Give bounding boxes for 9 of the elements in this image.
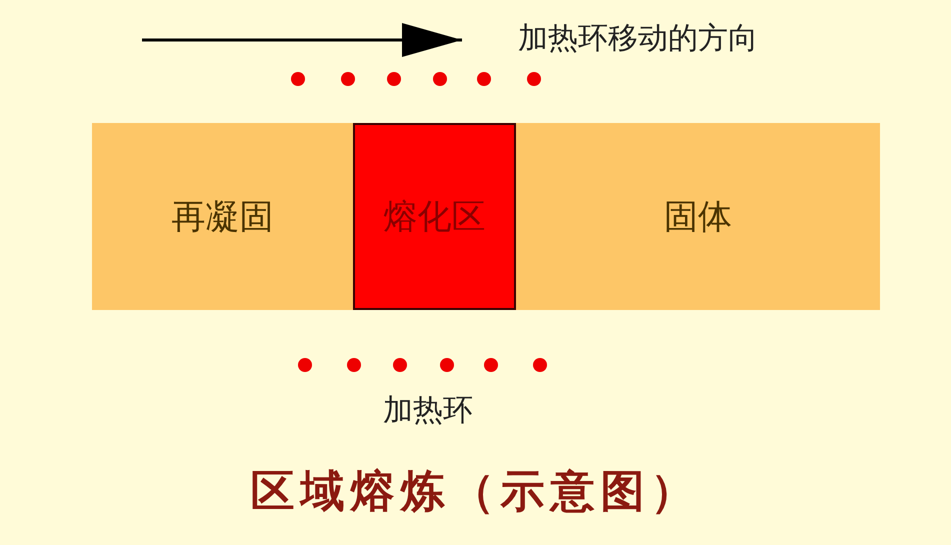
zone-block bbox=[516, 123, 880, 310]
heating-ring-label: 加热环 bbox=[383, 392, 473, 430]
zone-label: 熔化区 bbox=[384, 196, 486, 238]
zone-block bbox=[92, 123, 353, 310]
zone-block bbox=[353, 123, 516, 310]
zone-label: 再凝固 bbox=[172, 196, 274, 238]
zone-label: 固体 bbox=[664, 196, 732, 238]
diagram-title: 区域熔炼（示意图） bbox=[250, 465, 702, 519]
direction-label: 加热环移动的方向 bbox=[518, 20, 758, 58]
